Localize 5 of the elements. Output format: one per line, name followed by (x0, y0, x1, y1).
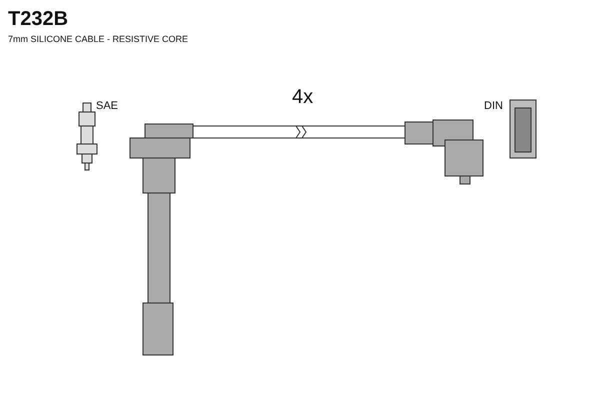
product-code-title: T232B (8, 8, 68, 31)
quantity-label: 4x (292, 86, 314, 109)
part-label: SAE (96, 100, 118, 112)
part-label: DIN (484, 100, 503, 112)
cable-description-text: 7mm SILICONE CABLE - RESISTIVE CORE (8, 34, 188, 44)
